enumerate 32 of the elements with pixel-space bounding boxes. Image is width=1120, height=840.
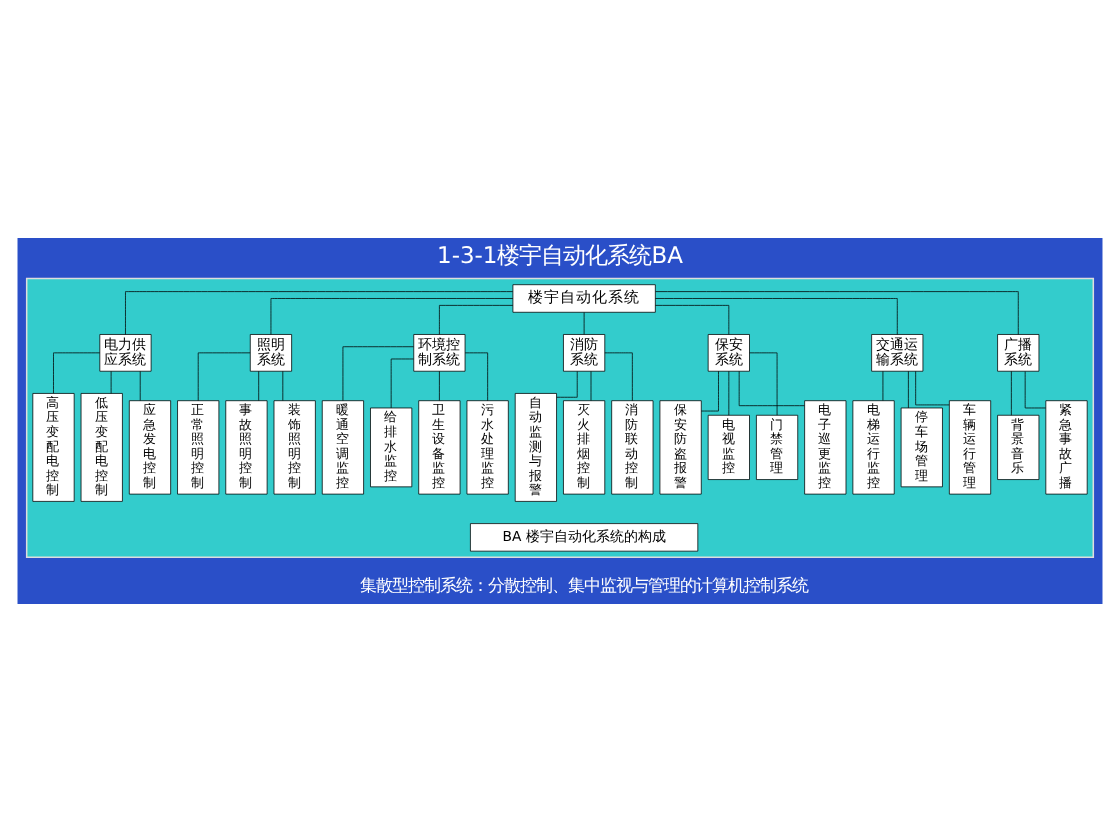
connector [583,311,585,334]
connector [53,351,101,393]
connector [590,369,592,400]
connector [915,369,950,405]
connector [139,369,141,400]
connector [110,369,112,393]
connector [655,290,1019,334]
connector [908,369,909,408]
diagram-title: 1-3-1楼宇自动化系统BA [437,239,683,268]
connector [738,369,805,406]
caption: 集散型控制系统：分散控制、集中监视与管理的计算机控制系统 [360,574,809,595]
connector [258,369,260,400]
connector [282,369,284,400]
connector [604,351,633,401]
connector [439,369,440,400]
connector [197,351,251,401]
connector [1011,369,1012,415]
connector [342,345,414,400]
connector [556,370,578,397]
cluster [25,276,1095,558]
connector [728,369,730,415]
connector [390,357,414,408]
connector [655,304,730,334]
connector [700,369,719,411]
connector [439,304,514,334]
connector [270,297,514,334]
connector [125,290,514,334]
connector [655,297,898,334]
connector [882,369,884,400]
connector [1024,370,1046,408]
connector [749,351,778,415]
connector [464,351,489,401]
